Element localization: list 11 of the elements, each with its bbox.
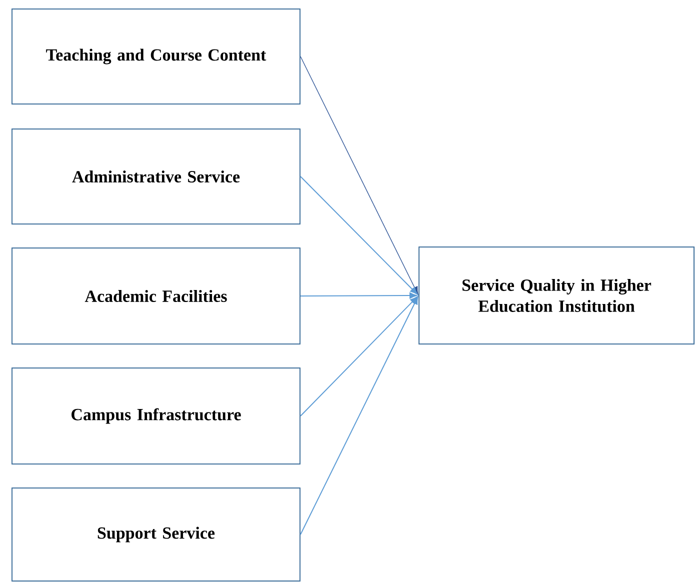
concept-box: Support Service	[12, 488, 300, 582]
concept-box: Service Quality in Higher Education Institution	[418, 246, 694, 344]
concept-box: Academic Facilities	[12, 248, 300, 344]
arrow	[300, 56, 418, 295]
arrow	[300, 176, 418, 295]
concept-box: Administrative Service	[12, 128, 300, 224]
arrow	[300, 296, 418, 416]
concept-box: Teaching and Course Content	[12, 8, 300, 104]
arrow	[300, 296, 418, 535]
concept-box: Campus Infrastructure	[12, 368, 300, 464]
arrow	[300, 292, 418, 299]
